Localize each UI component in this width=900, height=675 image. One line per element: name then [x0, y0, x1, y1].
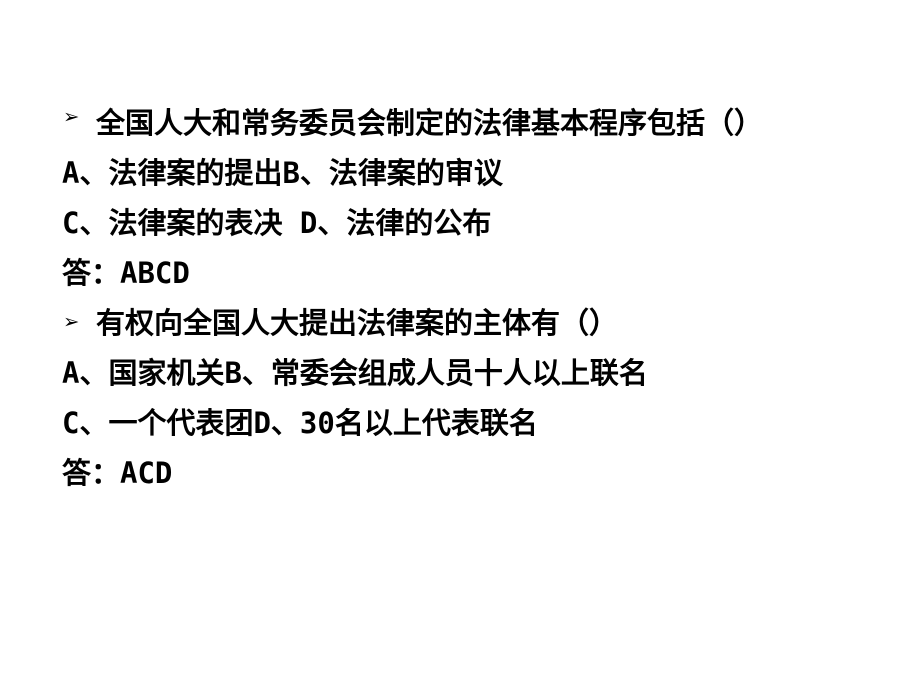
question-1-answer: 答：ABCD [62, 256, 190, 290]
question-1: ➢ 全国人大和常务委员会制定的法律基本程序包括（） [62, 98, 872, 148]
question-1-options-line-1: A、法律案的提出B、法律案的审议 [62, 156, 503, 190]
question-1-text: 全国人大和常务委员会制定的法律基本程序包括（） [96, 106, 764, 140]
question-2-answer: 答：ACD [62, 456, 173, 490]
question-2: ➢ 有权向全国人大提出法律案的主体有（） [62, 298, 872, 348]
question-2-text: 有权向全国人大提出法律案的主体有（） [96, 306, 619, 340]
question-1-options-line-2: C、法律案的表决 D、法律的公布 [62, 206, 492, 240]
arrow-bullet-icon: ➢ [64, 103, 80, 133]
question-2-options-line-2: C、一个代表团D、30名以上代表联名 [62, 406, 538, 440]
arrow-bullet-icon: ➢ [64, 308, 80, 338]
slide-content: ➢ 全国人大和常务委员会制定的法律基本程序包括（） A、法律案的提出B、法律案的… [62, 98, 872, 498]
question-2-options-line-1: A、国家机关B、常委会组成人员十人以上联名 [62, 356, 648, 390]
